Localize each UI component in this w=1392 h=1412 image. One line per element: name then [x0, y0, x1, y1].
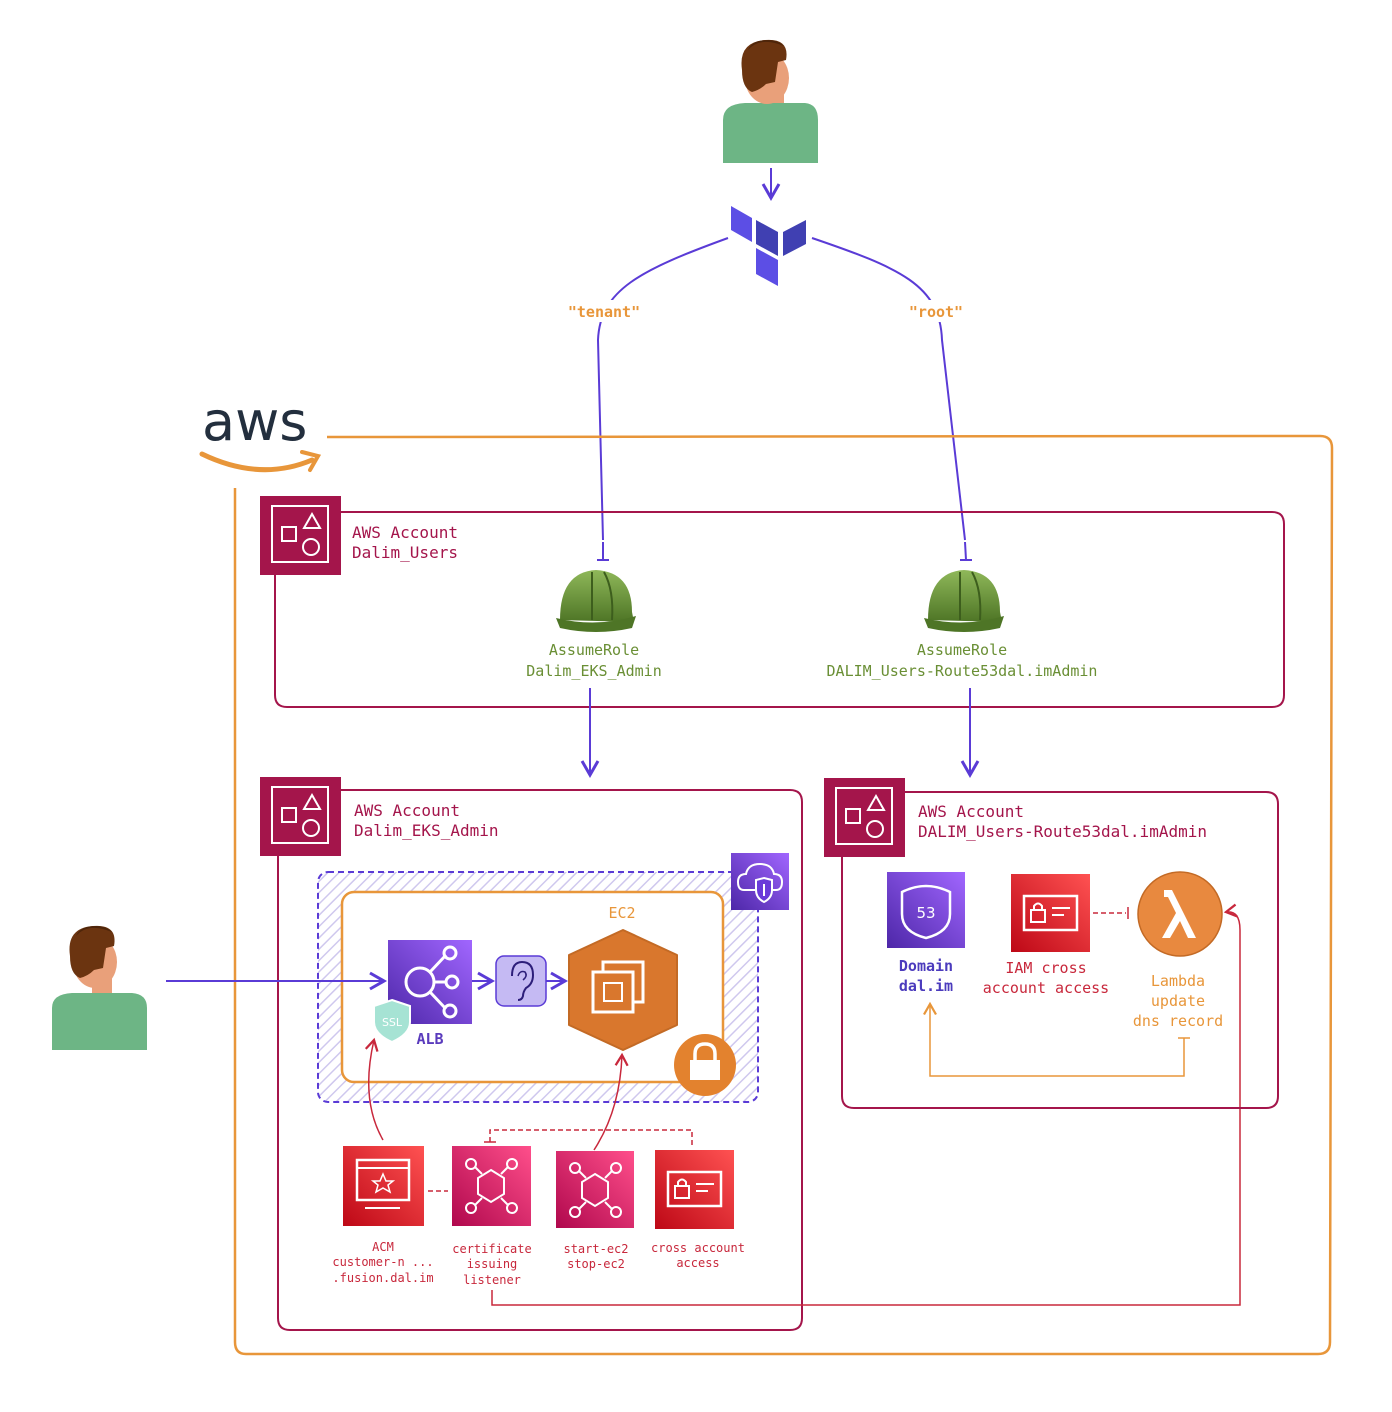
role-right-title: AssumeRole	[917, 641, 1007, 659]
account-route53-title: AWS Account	[918, 802, 1024, 821]
account-route53-name: DALIM_Users-Route53dal.imAdmin	[918, 822, 1207, 841]
eventbridge-icon-start-stop	[556, 1151, 634, 1228]
lambda-icon	[1137, 871, 1223, 957]
lock-icon	[674, 1034, 736, 1096]
account-eks-account-icon	[260, 777, 341, 856]
ec2-icon	[568, 929, 678, 1051]
cert-listener-label-1: certificate	[452, 1242, 531, 1256]
cert-listener-label-2: issuing	[467, 1257, 518, 1271]
route53-icon: 53	[887, 872, 965, 948]
iam-label-1: IAM cross	[1005, 959, 1086, 977]
iam-label-2: account access	[983, 979, 1109, 997]
alb-label: ALB	[416, 1030, 443, 1048]
acm-to-ssl-arrow	[364, 1037, 384, 1141]
account-users-boundary	[274, 511, 1285, 708]
external-user-person-icon	[52, 925, 147, 1050]
start-stop-label-2: stop-ec2	[567, 1257, 625, 1271]
top-user-person-icon	[723, 39, 818, 163]
lambda-label-2: update	[1151, 992, 1205, 1010]
ssl-shield-icon: SSL	[373, 998, 411, 1044]
ec2-label: EC2	[608, 904, 635, 922]
account-eks-title: AWS Account	[354, 801, 460, 820]
svg-text:SSL: SSL	[382, 1016, 403, 1029]
lambda-label-1: Lambda	[1151, 972, 1205, 990]
cross-account-label-1: cross account	[651, 1241, 745, 1255]
aws-cloud-boundary	[233, 434, 1334, 1356]
listener-to-lambda-arrow	[491, 903, 1241, 1306]
account-users-account-icon	[260, 496, 341, 575]
hardhat-icon-left	[556, 570, 636, 632]
role-right-name: DALIM_Users-Route53dal.imAdmin	[827, 662, 1098, 680]
account-route53-boundary	[841, 791, 1279, 1109]
iam-card-icon-route53	[1011, 874, 1090, 952]
account-route53-account-icon	[824, 778, 905, 857]
role-left-name: Dalim_EKS_Admin	[526, 662, 661, 680]
root-edge-label: "root"	[909, 303, 963, 321]
lambda-label-3: dns record	[1133, 1012, 1223, 1030]
start-stop-label-1: start-ec2	[563, 1242, 628, 1256]
acm-label-1: ACM	[372, 1240, 394, 1254]
cross-account-label-2: access	[676, 1256, 719, 1270]
acm-label-2: customer-n ...	[332, 1255, 433, 1269]
account-users-name: Dalim_Users	[352, 543, 458, 562]
tenant-connector	[596, 237, 729, 541]
listener-crossaccount-link	[489, 1129, 693, 1148]
root-connector	[811, 237, 966, 541]
lambda-to-domain-arrow	[923, 1001, 1185, 1077]
svg-text:aws: aws	[202, 390, 307, 453]
acm-icon	[343, 1146, 424, 1226]
domain-label-2: dal.im	[899, 977, 953, 995]
domain-label-1: Domain	[899, 957, 953, 975]
account-eks-name: Dalim_EKS_Admin	[354, 821, 499, 840]
svg-text:53: 53	[916, 904, 935, 922]
acm-label-3: .fusion.dal.im	[332, 1271, 433, 1285]
ear-icon	[495, 955, 547, 1007]
cert-listener-label-3: listener	[463, 1273, 521, 1287]
account-eks-boundary	[277, 789, 803, 1331]
shield-cloud-icon	[731, 853, 789, 910]
role-left-title: AssumeRole	[549, 641, 639, 659]
iam-card-icon-eks	[655, 1150, 734, 1229]
tenant-edge-label: "tenant"	[568, 303, 640, 321]
eventbridge-icon-cert-listener	[452, 1146, 531, 1226]
hardhat-icon-right	[924, 570, 1004, 632]
account-users-title: AWS Account	[352, 523, 458, 542]
aws-logo: aws	[199, 390, 322, 473]
startstop-to-ec2-arrow	[593, 1052, 629, 1151]
terraform-icon	[731, 206, 806, 286]
